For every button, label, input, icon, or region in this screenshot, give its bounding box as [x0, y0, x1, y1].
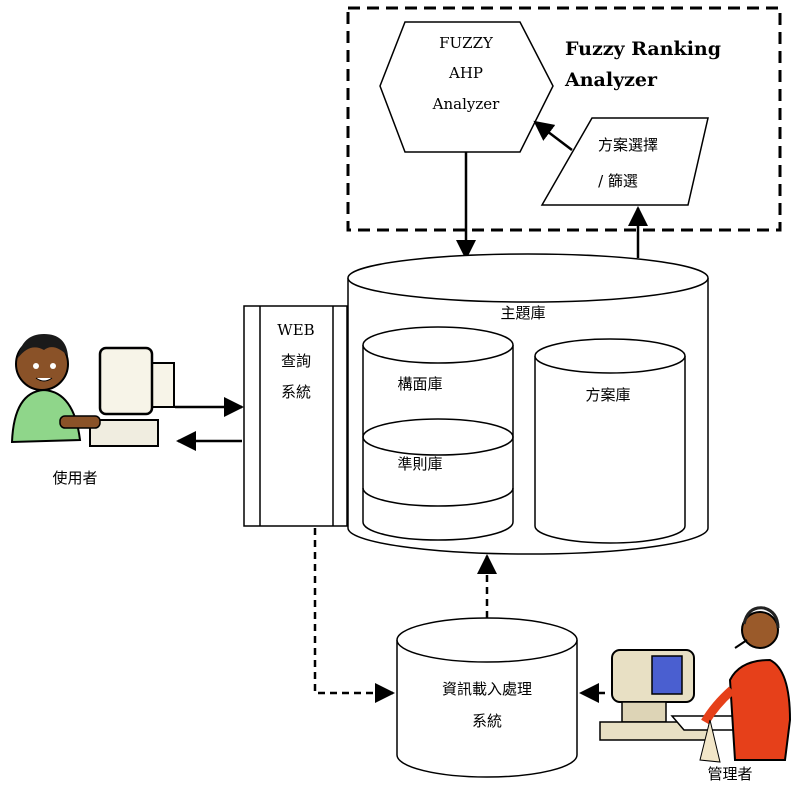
ahp-analyzer-label-2: AHP [448, 64, 483, 82]
web-system-label-1: WEB [277, 321, 314, 339]
arrow-web-to-loader [313, 528, 395, 703]
admin-computer-clipart [599, 606, 792, 763]
loader-system-label-2: 系統 [472, 712, 502, 730]
loader-system-label-1: 資訊載入處理 [442, 680, 532, 698]
web-system-label-2: 查詢 [281, 352, 311, 370]
web-system-label-3: 系統 [281, 383, 311, 401]
admin-label: 管理者 [707, 765, 752, 783]
arrow-selection-to-ahp [533, 120, 573, 151]
facet-db-label: 構面庫 [397, 375, 442, 393]
ahp-analyzer-hexagon [379, 21, 554, 153]
fuzzy-ranking-title: Fuzzy Ranking [565, 38, 721, 60]
plan-selection-label-2: / 篩選 [598, 172, 638, 190]
plan-db-cylinder [534, 338, 686, 544]
ahp-analyzer-label-1: FUZZY [439, 34, 494, 52]
ahp-analyzer-label-3: Analyzer [432, 95, 500, 113]
criteria-db-label: 準則庫 [397, 455, 442, 473]
user-label: 使用者 [52, 469, 97, 487]
plan-selection-label-1: 方案選擇 [598, 136, 658, 154]
user-computer-clipart [10, 334, 175, 447]
facet-criteria-cylinder [362, 326, 514, 541]
theme-db-label: 主題庫 [500, 304, 545, 322]
fuzzy-ranking-container [346, 6, 782, 232]
data-loader-cylinder [396, 617, 578, 778]
plan-db-label: 方案庫 [585, 386, 630, 404]
fuzzy-ranking-subtitle: Analyzer [564, 69, 658, 91]
web-query-system-box [243, 305, 348, 527]
plan-selection-box [540, 117, 709, 206]
